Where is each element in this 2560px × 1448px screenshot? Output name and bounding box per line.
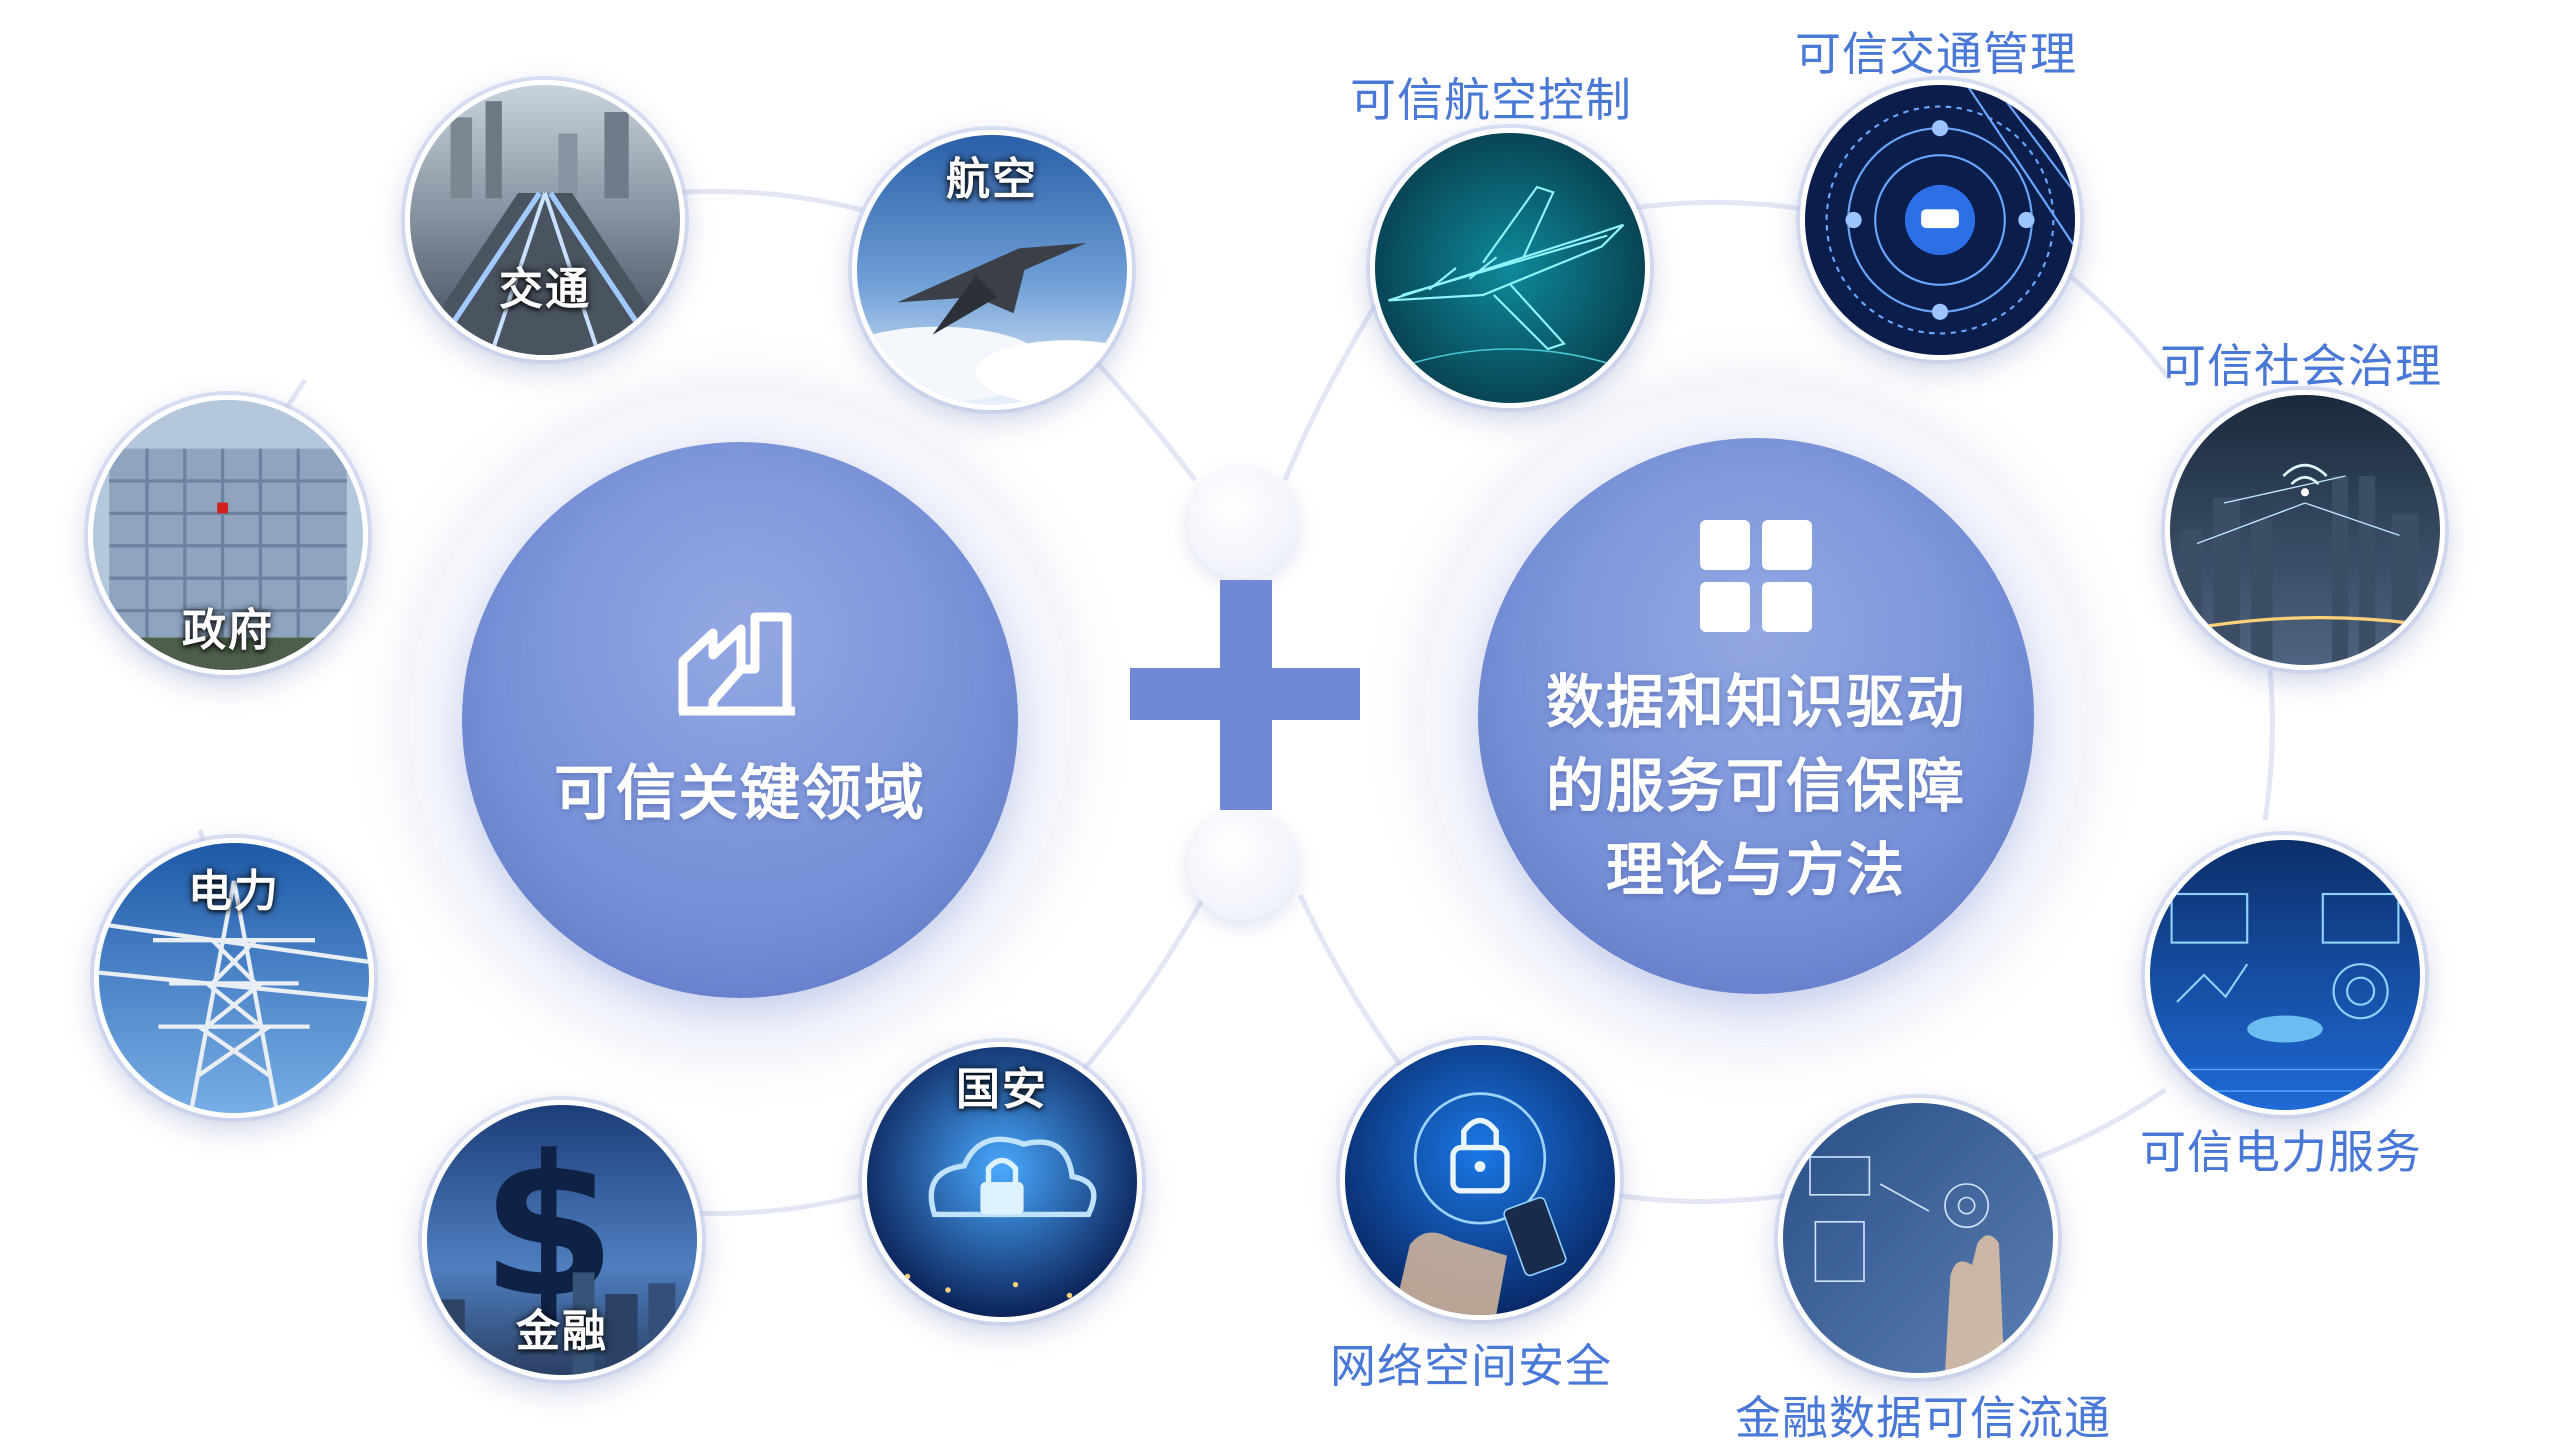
service-label-social-governance: 可信社会治理 — [2160, 339, 2442, 393]
domain-label-finance: 金融 — [516, 1306, 608, 1357]
service-node-aviation-control — [1370, 128, 1650, 408]
right-hub-title-line-3: 理论与方法 — [1605, 836, 1906, 904]
dollar-city-image: $ — [427, 1105, 697, 1375]
domain-label-security: 国安 — [956, 1064, 1048, 1115]
service-label-cyberspace-security: 网络空间安全 — [1330, 1339, 1612, 1393]
right-hub: 数据和知识驱动 的服务可信保障 理论与方法 — [1478, 438, 2034, 994]
service-node-cyberspace-security — [1340, 1040, 1620, 1320]
domain-node-security: 国安 — [862, 1042, 1142, 1322]
smart-city-image — [2170, 395, 2440, 665]
left-hub-title: 可信关键领域 — [554, 758, 926, 829]
cyber-lock-image — [1345, 1045, 1615, 1315]
grid-squares-icon — [1700, 520, 1812, 632]
building-outline-icon — [678, 612, 795, 715]
service-label-traffic-management: 可信交通管理 — [1795, 27, 2077, 81]
service-node-traffic-management — [1800, 80, 2080, 360]
power-tower-image — [99, 843, 369, 1113]
service-node-financial-data — [1778, 1098, 2058, 1378]
domain-node-finance: $ 金融 — [422, 1100, 702, 1380]
service-label-financial-data: 金融数据可信流通 — [1735, 1391, 2111, 1445]
domain-node-power: 电力 — [94, 838, 374, 1118]
domain-label-traffic: 交通 — [499, 264, 591, 315]
connector-bubble-bottom — [1188, 810, 1298, 920]
domain-label-government: 政府 — [182, 605, 274, 656]
service-node-power-service — [2145, 835, 2425, 1115]
fighter-jet-image — [857, 135, 1127, 405]
right-hub-title: 数据和知识驱动 的服务可信保障 理论与方法 — [1546, 660, 1966, 912]
service-label-aviation-control: 可信航空控制 — [1350, 73, 1632, 127]
wireframe-plane-image — [1375, 133, 1645, 403]
cloud-lock-image — [867, 1047, 1137, 1317]
domain-node-aviation: 航空 — [852, 130, 1132, 410]
connector-bubble-top — [1188, 468, 1298, 578]
right-hub-title-line-1: 数据和知识驱动 — [1545, 668, 1966, 736]
tech-dashboard-image — [2150, 840, 2420, 1110]
domain-node-traffic: 交通 — [405, 80, 685, 360]
touch-interface-image — [1783, 1103, 2053, 1373]
smart-traffic-image — [1805, 85, 2075, 355]
right-hub-title-line-2: 的服务可信保障 — [1545, 752, 1966, 820]
domain-node-government: 政府 — [88, 395, 368, 675]
domain-label-aviation: 航空 — [946, 154, 1038, 205]
domain-label-power: 电力 — [188, 866, 280, 917]
traffic-road-image — [410, 85, 680, 355]
government-building-image — [93, 400, 363, 670]
left-hub: 可信关键领域 — [462, 442, 1018, 998]
service-label-power-service: 可信电力服务 — [2140, 1125, 2422, 1179]
plus-icon — [1130, 580, 1360, 810]
service-node-social-governance — [2165, 390, 2445, 670]
